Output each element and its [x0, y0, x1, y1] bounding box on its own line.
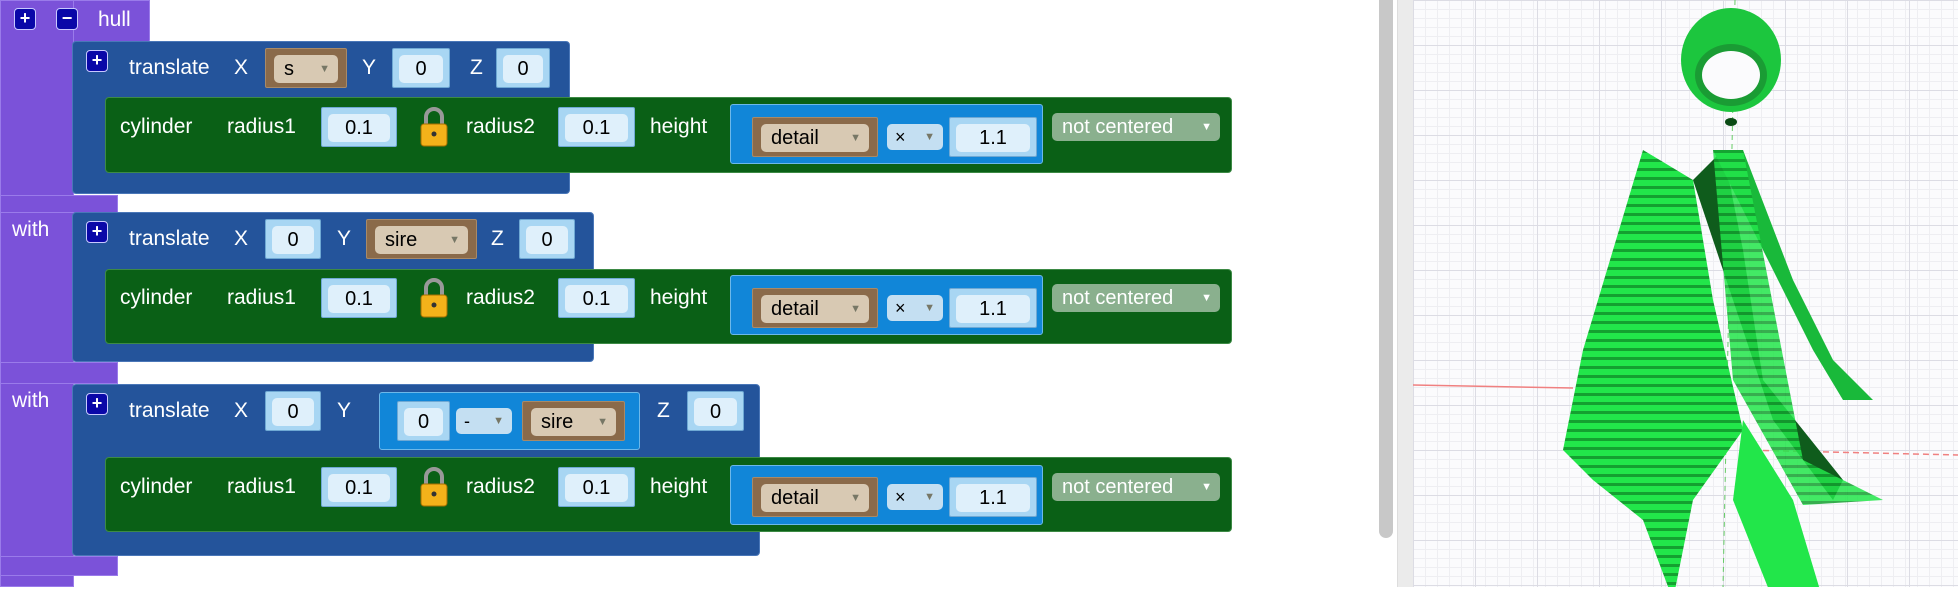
hull-label: hull [98, 8, 131, 31]
detail-variable[interactable]: detail▼ [752, 288, 878, 328]
y-label: Y [362, 56, 377, 79]
radius2-label: radius2 [466, 475, 535, 498]
lock-icon[interactable] [418, 277, 450, 319]
x-input[interactable]: 0 [265, 219, 321, 259]
z-label: Z [470, 56, 483, 79]
radius2-input[interactable]: 0.1 [558, 107, 635, 147]
hull-with-row-1 [0, 195, 118, 213]
x-variable[interactable]: s▼ [265, 48, 347, 88]
operator-dropdown[interactable]: ×▼ [887, 124, 943, 150]
factor-input[interactable]: 1.1 [949, 477, 1037, 517]
center-dropdown[interactable]: not centered▼ [1052, 284, 1220, 312]
variable-dropdown[interactable]: s▼ [274, 55, 338, 83]
z-input[interactable]: 0 [687, 391, 744, 431]
height-label: height [650, 286, 708, 309]
radius1-input[interactable]: 0.1 [321, 467, 397, 507]
translate-plus-button[interactable]: + [86, 50, 108, 72]
radius1-input[interactable]: 0.1 [321, 278, 397, 318]
operator-dropdown[interactable]: ×▼ [887, 295, 943, 321]
3d-model [1412, 0, 1958, 592]
z-label: Z [491, 227, 504, 250]
hole [1725, 118, 1737, 126]
ring-hole [1702, 51, 1760, 99]
y-label: Y [337, 227, 352, 250]
translate-label: translate [129, 399, 210, 422]
radius2-input[interactable]: 0.1 [558, 467, 635, 507]
workspace-scrollbar[interactable] [1379, 0, 1393, 538]
hull-spine [0, 0, 74, 587]
remove-button[interactable]: − [56, 8, 78, 30]
factor-input[interactable]: 1.1 [949, 288, 1037, 328]
cylinder-label: cylinder [120, 115, 193, 138]
with-label: with [12, 389, 50, 412]
detail-variable[interactable]: detail▼ [752, 477, 878, 517]
detail-variable[interactable]: detail▼ [752, 117, 878, 157]
lock-icon[interactable] [418, 466, 450, 508]
operator-dropdown[interactable]: ×▼ [887, 484, 943, 510]
hull-with-row-2 [0, 362, 118, 384]
radius1-input[interactable]: 0.1 [321, 107, 397, 147]
x-input[interactable]: 0 [265, 391, 321, 431]
cylinder-label: cylinder [120, 475, 193, 498]
hull-bottom [0, 556, 118, 576]
z-label: Z [657, 399, 670, 422]
minuend-input[interactable]: 0 [397, 401, 450, 441]
center-dropdown[interactable]: not centered▼ [1052, 113, 1220, 141]
z-input[interactable]: 0 [519, 219, 575, 259]
add-button[interactable]: + [14, 8, 36, 30]
translate-plus-button[interactable]: + [86, 221, 108, 243]
3d-viewer[interactable] [1412, 0, 1958, 592]
sire-variable[interactable]: sire▼ [522, 401, 625, 441]
radius2-label: radius2 [466, 115, 535, 138]
cylinder-block[interactable] [105, 269, 1232, 344]
with-label: with [12, 218, 50, 241]
leaf [1733, 420, 1821, 592]
z-input[interactable]: 0 [496, 48, 550, 88]
translate-label: translate [129, 227, 210, 250]
divider [1397, 0, 1413, 587]
x-label: X [234, 399, 249, 422]
translate-plus-button[interactable]: + [86, 393, 108, 415]
cylinder-label: cylinder [120, 286, 193, 309]
y-input[interactable]: 0 [392, 48, 450, 88]
factor-input[interactable]: 1.1 [949, 117, 1037, 157]
center-dropdown[interactable]: not centered▼ [1052, 473, 1220, 501]
radius2-label: radius2 [466, 286, 535, 309]
cylinder-block[interactable] [105, 457, 1232, 532]
translate-label: translate [129, 56, 210, 79]
cylinder-block[interactable] [105, 97, 1232, 173]
leaf [1713, 150, 1883, 505]
operator-dropdown[interactable]: -▼ [456, 408, 512, 434]
lock-icon[interactable] [418, 106, 450, 148]
radius2-input[interactable]: 0.1 [558, 278, 635, 318]
y-variable[interactable]: sire▼ [366, 219, 477, 259]
x-axis [1412, 384, 1574, 389]
leaf [1563, 150, 1743, 592]
radius1-label: radius1 [227, 286, 296, 309]
radius1-label: radius1 [227, 115, 296, 138]
y-axis [1722, 0, 1736, 588]
x-label: X [234, 56, 249, 79]
radius1-label: radius1 [227, 475, 296, 498]
y-label: Y [337, 399, 352, 422]
x-label: X [234, 227, 249, 250]
height-label: height [650, 115, 708, 138]
height-label: height [650, 475, 708, 498]
